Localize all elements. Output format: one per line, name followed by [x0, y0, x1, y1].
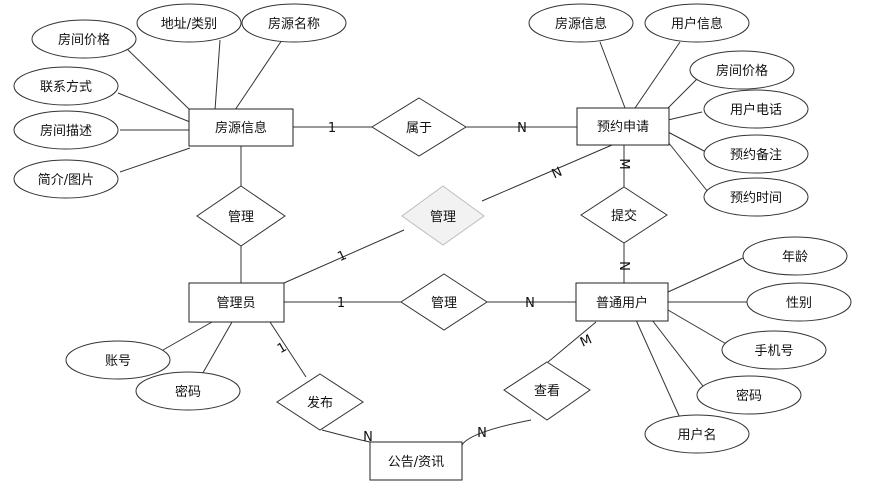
attr-user-password-label: 密码	[736, 388, 762, 404]
attr-booking-time: 预约时间	[703, 177, 809, 217]
attr-house-intro-label: 简介/图片	[38, 172, 94, 188]
cardinality-view-user: M	[578, 332, 594, 350]
attr-user-age-label: 年龄	[782, 250, 808, 265]
entity-house: 房源信息	[188, 108, 294, 147]
attr-house-name: 房源名称	[241, 3, 347, 43]
attr-house-contact-label: 联系方式	[40, 79, 92, 95]
relation-manage-booking: 管理	[401, 185, 485, 246]
cardinality-manage-user-admin: 1	[337, 296, 345, 311]
attr-booking-user: 用户信息	[644, 3, 750, 43]
attr-user-password: 密码	[696, 375, 802, 415]
cardinality-belongs-house: 1	[328, 121, 336, 136]
relation-submit-label: 提交	[611, 208, 637, 224]
attr-booking-note-label: 预约备注	[730, 147, 782, 163]
cardinality-submit-booking: M	[616, 158, 631, 169]
cardinality-manage-booking-booking: N	[550, 165, 565, 183]
entity-user: 普通用户	[575, 282, 669, 322]
attr-house-address-label: 地址/类别	[161, 17, 217, 32]
attr-booking-phone: 用户电话	[703, 89, 809, 129]
attr-booking-house: 房源信息	[528, 3, 634, 43]
attr-house-intro: 简介/图片	[13, 159, 119, 199]
attr-admin-password: 密码	[135, 371, 241, 411]
entity-booking: 预约申请	[576, 107, 670, 146]
attr-booking-note: 预约备注	[703, 134, 809, 174]
attr-booking-price: 房间价格	[689, 50, 795, 90]
entity-booking-label: 预约申请	[597, 120, 649, 135]
relation-manage-user: 管理	[400, 273, 488, 331]
cardinality-manage-user-user: N	[525, 296, 535, 311]
relation-belongs-label: 属于	[406, 121, 432, 136]
attr-booking-house-label: 房源信息	[555, 16, 607, 32]
attr-admin-password-label: 密码	[175, 384, 201, 400]
relation-manage-booking-label: 管理	[430, 210, 456, 225]
attr-user-gender: 性别	[746, 282, 852, 322]
relation-manage-user-label: 管理	[431, 296, 457, 311]
entity-user-label: 普通用户	[596, 295, 648, 311]
attr-user-username: 用户名	[644, 414, 750, 454]
relation-belongs: 属于	[371, 97, 467, 157]
entity-admin: 管理员	[188, 282, 285, 323]
entity-notice-label: 公告/资讯	[388, 455, 444, 470]
relation-view: 查看	[503, 361, 591, 421]
attr-user-gender-label: 性别	[786, 296, 812, 311]
relation-view-label: 查看	[534, 383, 560, 399]
relation-manage-house: 管理	[196, 185, 286, 247]
relation-submit: 提交	[580, 186, 668, 244]
relation-publish: 发布	[276, 373, 364, 431]
attr-user-username-label: 用户名	[677, 427, 716, 443]
attr-user-age: 年龄	[742, 236, 848, 276]
connector-lines	[117, 39, 748, 446]
entity-admin-label: 管理员	[216, 296, 255, 311]
attr-house-price-label: 房间价格	[58, 32, 110, 48]
attr-admin-account: 账号	[65, 340, 171, 380]
entity-notice: 公告/资讯	[369, 441, 463, 481]
attr-user-phone: 手机号	[721, 330, 827, 370]
cardinality-belongs-booking: N	[517, 121, 527, 136]
cardinality-submit-user: N	[616, 261, 631, 271]
attr-booking-user-label: 用户信息	[671, 16, 723, 32]
cardinality-manage-booking-admin: 1	[335, 248, 349, 265]
attr-house-name-label: 房源名称	[268, 16, 320, 32]
entity-house-label: 房源信息	[215, 120, 267, 136]
attr-house-desc: 房间描述	[13, 110, 119, 150]
attr-admin-account-label: 账号	[105, 354, 131, 369]
cardinality-view-notice: N	[477, 426, 487, 441]
attr-booking-price-label: 房间价格	[716, 63, 768, 79]
attr-house-price: 房间价格	[31, 19, 137, 59]
attr-booking-time-label: 预约时间	[730, 191, 782, 206]
relation-manage-house-label: 管理	[228, 210, 254, 225]
attr-user-phone-label: 手机号	[754, 344, 793, 359]
attr-booking-phone-label: 用户电话	[730, 102, 782, 118]
relation-publish-label: 发布	[307, 395, 333, 411]
attr-house-desc-label: 房间描述	[40, 123, 92, 139]
attr-house-contact: 联系方式	[13, 66, 119, 106]
cardinality-publish-notice: N	[363, 430, 373, 445]
attr-house-address: 地址/类别	[136, 3, 242, 43]
